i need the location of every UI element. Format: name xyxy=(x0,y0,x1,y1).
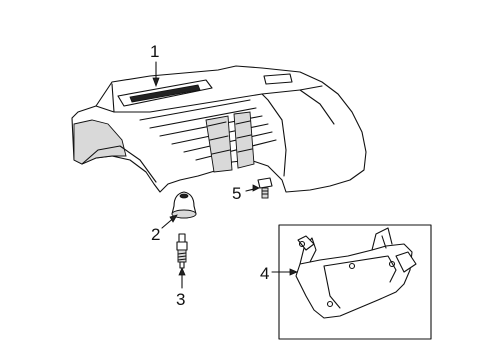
bracket[interactable] xyxy=(295,227,417,319)
callout-3: 3 xyxy=(176,290,185,309)
callout-2: 2 xyxy=(151,225,160,244)
leader-5-arrow xyxy=(252,184,260,192)
bracket-detail-box xyxy=(278,224,432,340)
leader-lines xyxy=(152,61,299,289)
callout-5: 5 xyxy=(232,184,241,203)
callout-4: 4 xyxy=(260,264,269,283)
leader-3-arrow xyxy=(178,266,186,276)
engine-cover[interactable] xyxy=(71,65,367,193)
leader-2-arrow xyxy=(169,214,178,223)
grommet[interactable] xyxy=(171,191,197,219)
bolt[interactable] xyxy=(257,177,273,199)
leader-4-arrow xyxy=(289,268,299,276)
leader-1-arrow xyxy=(152,77,160,88)
callout-1: 1 xyxy=(150,42,159,61)
stud[interactable] xyxy=(176,233,188,269)
